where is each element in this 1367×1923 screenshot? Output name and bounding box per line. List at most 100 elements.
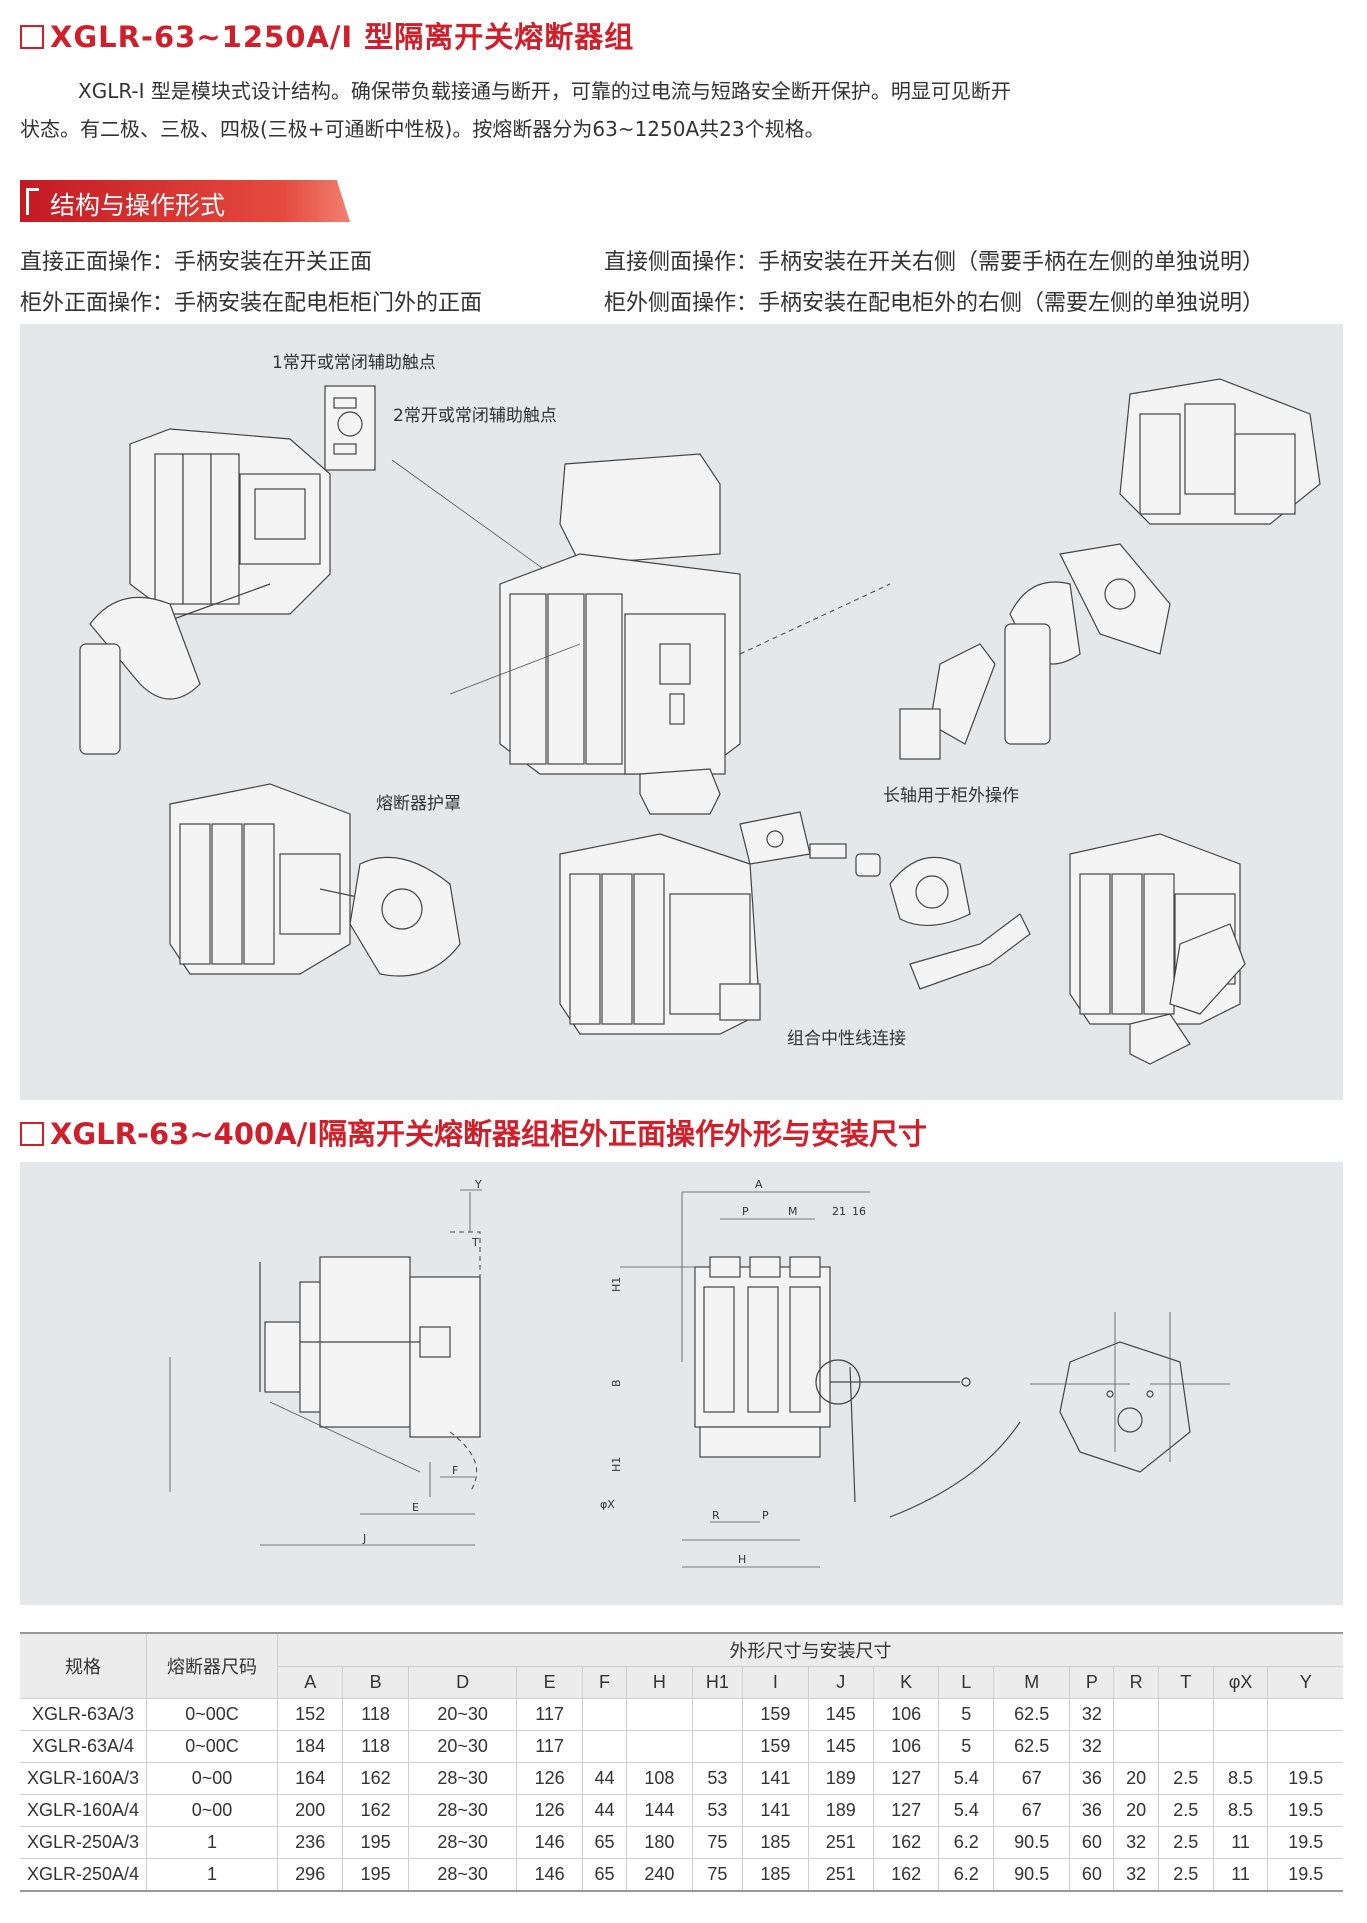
cell-dimension (1158, 1730, 1214, 1763)
col-dimensions-group: 外形尺寸与安装尺寸 (277, 1633, 1343, 1667)
cell-dimension: 28~30 (408, 1826, 518, 1859)
col-dim: I (742, 1666, 809, 1699)
cell-dimension: 159 (742, 1730, 809, 1763)
cell-dimension: 146 (516, 1858, 583, 1892)
cell-dimension: 189 (808, 1794, 874, 1827)
op-direct-side: 直接侧面操作：手柄安装在开关右侧（需要手柄在左侧的单独说明） (604, 250, 1265, 275)
op-cabinet-front: 柜外正面操作：手柄安装在配电柜柜门外的正面 (20, 291, 483, 316)
intro-line-2: 状态。有二极、三极、四极(三极+可通断中性极)。按熔断器分为63~1250A共2… (20, 117, 825, 141)
exploded-view-drawing (79, 378, 1321, 1065)
cell-dimension: 152 (277, 1698, 344, 1731)
cell-dimension: 126 (516, 1762, 583, 1795)
dim-H1-bottom-label: H1 (610, 1457, 623, 1472)
title-square-icon (20, 1122, 44, 1146)
cell-dimension: 32 (1069, 1698, 1115, 1731)
cell-spec: XGLR-160A/4 (20, 1794, 147, 1827)
note-long-shaft: 长轴用于柜外操作 (883, 786, 1019, 806)
section2-title-text: XGLR-63~400A/I隔离开关熔断器组柜外正面操作外形与安装尺寸 (50, 1117, 928, 1151)
cell-dimension: 127 (873, 1794, 940, 1827)
cell-dimension (1113, 1698, 1159, 1731)
col-dim: B (342, 1666, 409, 1699)
cell-dimension: 32 (1113, 1826, 1159, 1859)
cell-dimension: 127 (873, 1762, 940, 1795)
col-dim: T (1158, 1666, 1214, 1699)
col-dim: H (626, 1666, 693, 1699)
note-neutral-connection: 组合中性线连接 (787, 1029, 906, 1049)
cell-dimension: 67 (993, 1794, 1071, 1827)
cell-dimension: 19.5 (1267, 1794, 1343, 1827)
col-dim: Y (1267, 1666, 1343, 1699)
side-view-drawing: Y T F E J (169, 1178, 482, 1546)
cell-dimension: 65 (582, 1858, 628, 1892)
cell-dimension (1267, 1730, 1343, 1763)
cell-dimension: 65 (582, 1826, 628, 1859)
cell-dimension: 90.5 (993, 1826, 1071, 1859)
cell-dimension (626, 1698, 693, 1731)
dim-T-label: T (471, 1236, 479, 1249)
cell-dimension (1213, 1698, 1269, 1731)
cell-dimension: 106 (873, 1730, 940, 1763)
cell-dimension: 195 (342, 1826, 409, 1859)
cell-dimension: 145 (808, 1730, 874, 1763)
cell-dimension: 2.5 (1158, 1762, 1214, 1795)
section2-title: XGLR-63~400A/I隔离开关熔断器组柜外正面操作外形与安装尺寸 (20, 1111, 927, 1153)
dim-16-label: 16 (852, 1205, 866, 1218)
col-fuse-size: 熔断器尺码 (146, 1633, 278, 1699)
cell-dimension: 108 (626, 1762, 693, 1795)
cell-dimension: 2.5 (1158, 1794, 1214, 1827)
cell-fuse-size: 0~00C (146, 1730, 278, 1763)
cell-dimension: 118 (342, 1730, 409, 1763)
switch-front-handle-drawing (79, 428, 331, 755)
col-dim: L (938, 1666, 995, 1699)
cell-spec: XGLR-250A/3 (20, 1826, 147, 1859)
cell-dimension: 251 (808, 1826, 874, 1859)
cell-dimension: 20 (1113, 1794, 1159, 1827)
cell-dimension: 195 (342, 1858, 409, 1892)
switch-side-handle-drawing (1004, 378, 1321, 745)
cell-dimension (582, 1698, 628, 1731)
intro-line-1: XGLR-I 型是模块式设计结构。确保带负载接通与断开，可靠的过电流与短路安全断… (78, 79, 1011, 103)
cell-dimension: 184 (277, 1730, 344, 1763)
dim-A-label: A (755, 1178, 763, 1191)
cell-dimension: 28~30 (408, 1858, 518, 1892)
cell-dimension: 11 (1213, 1826, 1269, 1859)
cell-dimension: 164 (277, 1762, 344, 1795)
cell-dimension: 5.4 (938, 1794, 995, 1827)
cell-dimension: 145 (808, 1698, 874, 1731)
col-dim: φX (1213, 1666, 1269, 1699)
cell-dimension: 8.5 (1213, 1794, 1269, 1827)
cell-dimension: 5 (938, 1698, 995, 1731)
cell-dimension: 236 (277, 1826, 344, 1859)
cell-dimension: 2.5 (1158, 1826, 1214, 1859)
cell-dimension: 6.2 (938, 1826, 995, 1859)
cell-dimension: 162 (873, 1858, 940, 1892)
cell-dimension: 20~30 (408, 1698, 518, 1731)
cell-fuse-size: 0~00 (146, 1762, 278, 1795)
cell-dimension: 8.5 (1213, 1762, 1269, 1795)
dim-M-label: M (788, 1205, 798, 1218)
cell-fuse-size: 1 (146, 1858, 278, 1892)
cell-fuse-size: 0~00C (146, 1698, 278, 1731)
cell-dimension: 144 (626, 1794, 693, 1827)
cell-fuse-size: 1 (146, 1826, 278, 1859)
cell-dimension: 117 (516, 1698, 583, 1731)
intro-paragraph: XGLR-I 型是模块式设计结构。确保带负载接通与断开，可靠的过电流与短路安全断… (20, 72, 1340, 148)
cell-dimension: 32 (1113, 1858, 1159, 1892)
switch-cabinet-front-drawing (169, 783, 461, 977)
cell-dimension: 32 (1069, 1730, 1115, 1763)
cell-dimension: 146 (516, 1826, 583, 1859)
cell-dimension (626, 1730, 693, 1763)
col-dim: H1 (692, 1666, 744, 1699)
cell-dimension: 185 (742, 1858, 809, 1892)
cell-spec: XGLR-250A/4 (20, 1858, 147, 1892)
table-header-row: 规格 熔断器尺码 外形尺寸与安装尺寸 (20, 1633, 1343, 1699)
cell-fuse-size: 0~00 (146, 1794, 278, 1827)
cell-spec: XGLR-63A/4 (20, 1730, 147, 1763)
dim-Y-label: Y (474, 1178, 482, 1191)
front-view-drawing: A P M 21 16 H1 B H1 φX R P H (600, 1178, 1021, 1568)
